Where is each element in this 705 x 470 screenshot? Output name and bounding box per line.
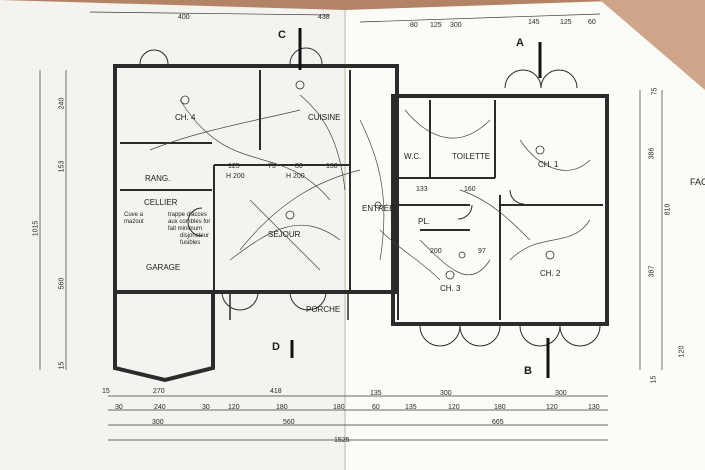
window-cuisine bbox=[289, 47, 323, 65]
light-points bbox=[180, 80, 555, 280]
dim-75: 75 bbox=[268, 163, 276, 170]
window-porche bbox=[289, 291, 327, 311]
dim-b2-30b: 30 bbox=[202, 404, 210, 411]
dim-200: 200 bbox=[430, 248, 442, 255]
room-label-garage: GARAGE bbox=[146, 263, 181, 272]
dimension-lines bbox=[39, 11, 663, 441]
dim-b2-180b: 180 bbox=[333, 404, 345, 411]
dim-b3-300: 300 bbox=[152, 419, 164, 426]
window-sejour bbox=[221, 291, 259, 311]
dim-right-15: 15 bbox=[650, 375, 658, 384]
note-disjoncteur: disjoncteur fusibles bbox=[180, 233, 210, 246]
dim-b1-300: 300 bbox=[440, 390, 452, 397]
dim-b2-130: 130 bbox=[588, 404, 600, 411]
dim-80: 80 bbox=[295, 163, 303, 170]
dim-top-145: 145 bbox=[528, 19, 540, 26]
dim-left-560: 560 bbox=[58, 277, 66, 290]
door-ch3 bbox=[457, 204, 473, 220]
dim-b2-120: 120 bbox=[228, 404, 240, 411]
dim-b2-120b: 120 bbox=[448, 404, 460, 411]
dim-b1-15: 15 bbox=[102, 388, 110, 395]
room-label-cellier: CELLIER bbox=[144, 198, 178, 207]
dim-left-153: 153 bbox=[58, 160, 66, 173]
dim-h200b: H 200 bbox=[286, 173, 305, 180]
room-label-ch4: CH. 4 bbox=[175, 113, 196, 122]
dim-125: 125 bbox=[228, 163, 240, 170]
room-label-porche: PORCHE bbox=[306, 305, 341, 314]
wiring bbox=[149, 94, 591, 281]
dim-right-810: 810 bbox=[664, 203, 672, 216]
window-ch4 bbox=[139, 49, 169, 65]
dim-b2-120c: 120 bbox=[546, 404, 558, 411]
section-mark-c: C bbox=[278, 29, 286, 41]
dim-b2-240: 240 bbox=[154, 404, 166, 411]
wall-outer-right bbox=[391, 94, 609, 326]
window-ch2 bbox=[519, 325, 601, 347]
dim-right-120: 120 bbox=[678, 345, 686, 358]
side-text-fac: FAC bbox=[690, 177, 705, 187]
room-label-ch1: CH. 1 bbox=[538, 160, 559, 169]
door-ch2 bbox=[509, 189, 525, 205]
dim-b2-30: 30 bbox=[115, 404, 123, 411]
left-paper-half bbox=[0, 0, 345, 470]
dim-left-240: 240 bbox=[58, 97, 66, 110]
dim-b3-560: 560 bbox=[283, 419, 295, 426]
window-ch3 bbox=[419, 325, 501, 347]
dim-top-60: 60 bbox=[588, 19, 596, 26]
dim-97: 97 bbox=[478, 248, 486, 255]
label-cuve-mazout: Cuve a mazout bbox=[124, 212, 144, 225]
section-mark-a: A bbox=[516, 37, 524, 49]
section-mark-b: B bbox=[524, 365, 532, 377]
dim-top-125: 125 bbox=[430, 22, 442, 29]
dim-b1-418: 418 bbox=[270, 388, 282, 395]
room-label-sejour: SÉJOUR bbox=[268, 230, 301, 239]
dim-top-300: 300 bbox=[450, 22, 462, 29]
dim-top-125b: 125 bbox=[560, 19, 572, 26]
dim-b3-665: 665 bbox=[492, 419, 504, 426]
dim-top-438: 438 bbox=[318, 14, 330, 21]
dim-b2-180c: 180 bbox=[494, 404, 506, 411]
dim-top-400: 400 bbox=[178, 14, 190, 21]
dim-right-386: 386 bbox=[648, 147, 656, 160]
wall-garage bbox=[113, 292, 215, 383]
room-label-wc: W.C. bbox=[404, 152, 422, 161]
room-label-toilette: TOILETTE bbox=[452, 152, 491, 161]
door-garage bbox=[187, 207, 203, 237]
dim-left-15: 15 bbox=[58, 361, 66, 370]
dim-160: 160 bbox=[464, 186, 476, 193]
dim-b4-1525: 1525 bbox=[334, 437, 350, 444]
dim-right-75: 75 bbox=[651, 87, 659, 96]
dim-138: 138 bbox=[326, 163, 338, 170]
dim-b1-270: 270 bbox=[153, 388, 165, 395]
room-label-ch2: CH. 2 bbox=[540, 269, 561, 278]
dim-133: 133 bbox=[416, 186, 428, 193]
room-label-ch3: CH. 3 bbox=[440, 284, 461, 293]
dim-b1-300b: 300 bbox=[555, 390, 567, 397]
dim-h200a: H 200 bbox=[226, 173, 245, 180]
room-label-cuisine: CUISINE bbox=[308, 113, 341, 122]
dim-b2-60: 60 bbox=[372, 404, 380, 411]
section-mark-d: D bbox=[272, 341, 280, 353]
dim-left-1015: 1015 bbox=[32, 220, 40, 237]
window-ch1 bbox=[504, 69, 578, 89]
section-markers bbox=[290, 28, 550, 378]
dim-right-387: 387 bbox=[648, 265, 656, 278]
dim-b2-180: 180 bbox=[276, 404, 288, 411]
paper-edge-shadow bbox=[600, 0, 705, 90]
room-label-entree: ENTRÉE bbox=[362, 204, 395, 213]
note-trappe: trappe d'acces aux combles for fait mini… bbox=[168, 212, 211, 232]
dim-top-80: 80 bbox=[410, 22, 418, 29]
dim-b2-135: 135 bbox=[405, 404, 417, 411]
room-label-rang: RANG. bbox=[145, 174, 171, 183]
dim-b1-135: 135 bbox=[370, 390, 382, 397]
room-label-placard: PL. bbox=[418, 217, 431, 226]
